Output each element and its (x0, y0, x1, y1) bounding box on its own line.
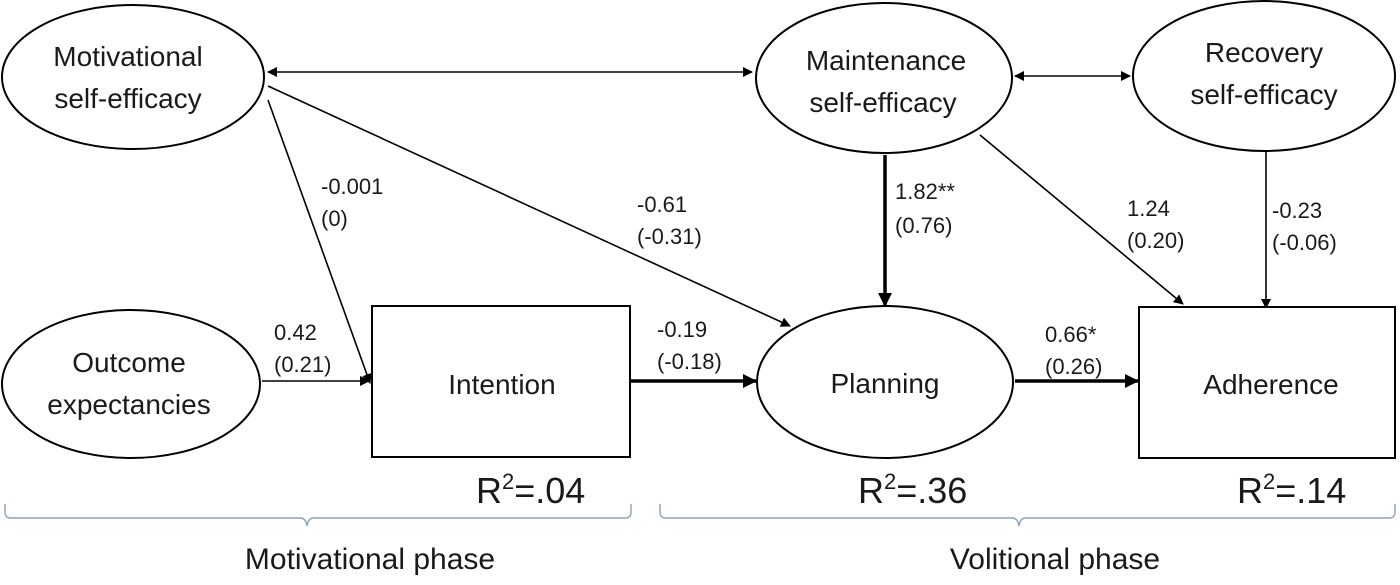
path-mse-to-planning (267, 85, 791, 327)
coef-unstandardized: 1.82** (895, 179, 955, 204)
coef-standardized: (0) (321, 206, 348, 231)
r-squared-intention: R2=.04 (476, 469, 585, 511)
node-motivational-self-efficacy: Motivational self-efficacy (1, 4, 265, 150)
coef-unstandardized: 0.66* (1045, 322, 1097, 347)
coef-standardized: (0.20) (1127, 228, 1184, 253)
node-label: Recovery (1205, 37, 1323, 68)
node-intention: Intention (371, 305, 631, 458)
coef-standardized: (0.76) (895, 213, 952, 238)
node-outcome-expectancies: Outcome expectancies (1, 309, 261, 459)
coef-unstandardized: -0.61 (637, 192, 687, 217)
node-label: Motivational (53, 41, 202, 72)
brace-motivational-phase (4, 504, 632, 527)
node-label: self-efficacy (1190, 79, 1337, 110)
path-maintenance-to-adherence (979, 134, 1184, 305)
node-recovery-self-efficacy: Recovery self-efficacy (1132, 0, 1396, 152)
coef-standardized: (-0.06) (1272, 230, 1337, 255)
coef-maintenance-to-adherence: 1.24 (0.20) (1127, 196, 1184, 253)
phase-label-motivational: Motivational phase (245, 543, 495, 576)
r-squared-planning: R2=.36 (858, 469, 967, 511)
path-mse-to-intention (267, 99, 372, 384)
coef-unstandardized: 0.42 (274, 320, 317, 345)
node-label: self-efficacy (54, 83, 201, 114)
r-squared-adherence: R2=.14 (1237, 469, 1346, 511)
coef-standardized: (-0.18) (657, 349, 722, 374)
node-planning: Planning (756, 305, 1014, 459)
coef-unstandardized: -0.19 (657, 317, 707, 342)
node-label: expectancies (47, 389, 210, 420)
coef-unstandardized: -0.001 (321, 174, 383, 199)
node-adherence: Adherence (1138, 306, 1396, 459)
node-label: Adherence (1203, 369, 1338, 400)
coef-unstandardized: 1.24 (1127, 196, 1170, 221)
coef-mse-to-intention: -0.001 (0) (321, 174, 383, 231)
coef-mse-to-planning: -0.61 (-0.31) (637, 192, 702, 249)
coef-maintenance-to-planning: 1.82** (0.76) (895, 179, 955, 238)
node-label: Outcome (72, 347, 186, 378)
phase-label-volitional: Volitional phase (950, 543, 1160, 576)
coef-recovery-to-adherence: -0.23 (-0.06) (1272, 198, 1337, 255)
node-label: Intention (448, 369, 555, 400)
coef-intention-to-planning: -0.19 (-0.18) (657, 317, 722, 374)
node-label: self-efficacy (809, 87, 956, 118)
coef-standardized: (-0.31) (637, 224, 702, 249)
brace-volitional-phase (659, 504, 1396, 527)
coef-standardized: (0.26) (1045, 354, 1102, 379)
coef-planning-to-adherence: 0.66* (0.26) (1045, 322, 1102, 379)
coef-unstandardized: -0.23 (1272, 198, 1322, 223)
coef-standardized: (0.21) (274, 352, 331, 377)
node-maintenance-self-efficacy: Maintenance self-efficacy (755, 2, 1013, 154)
coef-oe-to-intention: 0.42 (0.21) (274, 320, 331, 377)
node-label: Planning (831, 368, 940, 399)
node-label: Maintenance (806, 45, 966, 76)
